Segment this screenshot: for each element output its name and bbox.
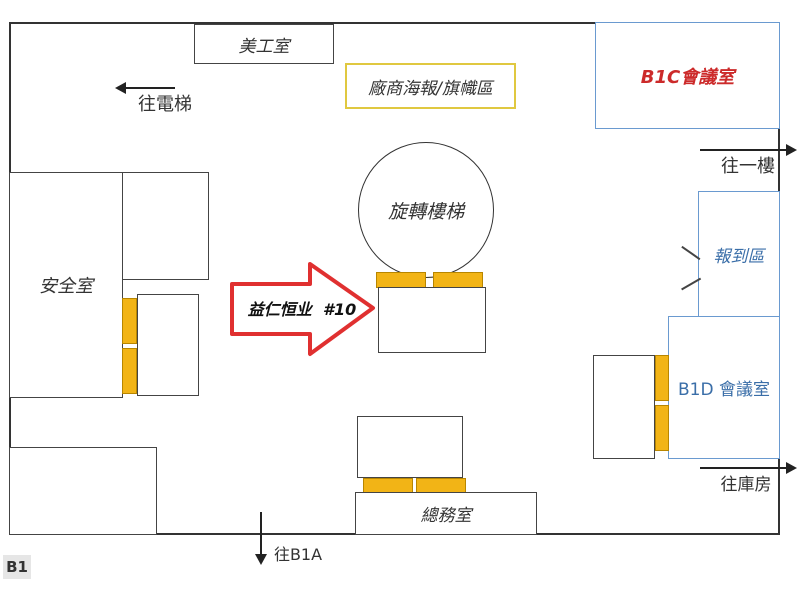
callout-text: 益仁恒业 #10 [247, 300, 357, 319]
to-first-floor-label: 往一樓 [721, 156, 775, 177]
booth-7-table-a [122, 298, 137, 344]
booth-10-table-b [433, 272, 483, 288]
booth-10-table-a [376, 272, 426, 288]
to-b1a-label: 往B1A [273, 545, 323, 564]
booth-9-table-a [655, 355, 669, 401]
booth-7 [137, 294, 199, 396]
callout-arrow-shape [230, 262, 375, 356]
first-floor-arrow-line [700, 149, 788, 151]
booth-9 [593, 355, 655, 459]
registration-area: 報到區 [698, 191, 780, 317]
warehouse-arrow-line [700, 467, 788, 469]
b1d-meeting-room: B1D 會議室 [668, 316, 780, 459]
b1c-meeting-room: B1C會議室 [595, 22, 780, 129]
bottom-left-room [9, 447, 157, 535]
poster-area-label: 廠商海報/旗幟區 [368, 78, 493, 99]
booth-8-table-b [416, 478, 466, 493]
spiral-staircase: 旋轉樓梯 [358, 142, 494, 278]
b1d-label: B1D 會議室 [678, 380, 770, 400]
general-affairs-label: 總務室 [420, 506, 472, 526]
b1c-label: B1C會議室 [640, 66, 735, 88]
to-elevator-label: 往電梯 [138, 94, 192, 115]
spiral-staircase-label: 旋轉樓梯 [387, 200, 464, 223]
elevator-arrow-line [125, 87, 175, 89]
b1a-arrow-line [260, 512, 262, 556]
general-affairs-room: 總務室 [355, 492, 537, 535]
art-room-label: 美工室 [238, 36, 290, 57]
booth-8 [357, 416, 463, 478]
booth-7-table-b [122, 348, 137, 394]
b1a-arrow-head [255, 554, 267, 565]
first-floor-arrow-head [786, 144, 797, 156]
art-room: 美工室 [194, 24, 334, 64]
security-room-label: 安全室 [39, 276, 93, 297]
booth-9-table-b [655, 405, 669, 451]
booth-8-table-a [363, 478, 413, 493]
poster-area: 廠商海報/旗幟區 [345, 63, 516, 109]
elevator-arrow-head [115, 82, 126, 94]
security-room: 安全室 [9, 172, 123, 398]
floor-label: B1 [3, 555, 31, 579]
warehouse-arrow-head [786, 462, 797, 474]
security-annex [122, 172, 209, 280]
registration-label: 報到區 [713, 246, 765, 267]
to-warehouse-label: 往庫房 [720, 474, 772, 495]
callout-arrow [230, 262, 375, 356]
booth-10 [378, 287, 486, 353]
